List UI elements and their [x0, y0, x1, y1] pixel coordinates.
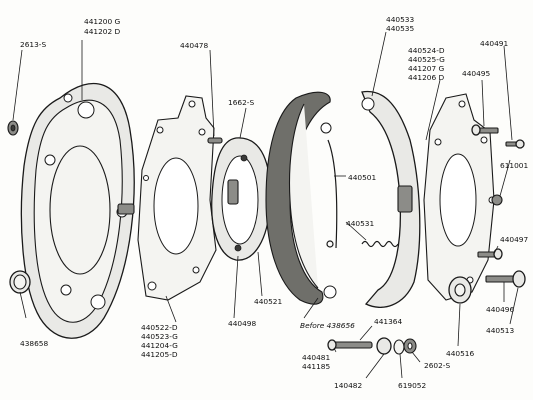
adjuster-ring	[211, 137, 271, 261]
gasket-plate-left	[137, 95, 217, 301]
label-440524: 440524-D	[408, 46, 445, 55]
label-440531: 440531	[346, 219, 375, 228]
label-441205: 441205-D	[141, 350, 178, 359]
return-spring-440501	[326, 139, 338, 249]
label-2602: 2602-S	[424, 361, 450, 370]
label-440501: 440501	[348, 173, 377, 182]
part-labels: 441200 G 441202 D 2613-S 438658 440478 1…	[20, 15, 529, 390]
nut-611001	[491, 194, 503, 206]
leader-lines	[12, 31, 519, 379]
pin-440478	[207, 137, 223, 144]
label-441206: 441206 D	[408, 73, 445, 82]
label-438658: 438658	[20, 339, 49, 348]
nut-2613	[7, 120, 19, 136]
label-440497: 440497	[500, 235, 529, 244]
bolt-440496	[485, 270, 526, 288]
label-440523: 440523-G	[141, 332, 178, 341]
label-619052: 619052	[398, 381, 426, 390]
bolt-440497	[477, 248, 503, 260]
label-440522: 440522-D	[141, 323, 178, 332]
bushing-440482	[376, 337, 392, 355]
cap-438658	[9, 270, 31, 294]
label-440516: 440516	[446, 349, 475, 358]
label-440478: 440478	[180, 41, 209, 50]
label-441202: 441202 D	[84, 27, 121, 36]
label-440482: 140482	[334, 381, 362, 390]
bolt-440495	[471, 124, 499, 136]
anchor-pin-441185	[327, 339, 373, 351]
label-440491: 440491	[480, 39, 509, 48]
label-441185: 441185	[302, 362, 331, 371]
label-440533: 440533	[386, 15, 415, 24]
brake-shoe-left	[265, 91, 337, 305]
label-440525: 440525-G	[408, 55, 445, 64]
label-440498: 440498	[228, 319, 257, 328]
label-440496: 440496	[486, 305, 515, 314]
label-441200: 441200 G	[84, 17, 121, 26]
backing-plate	[20, 82, 135, 339]
label-438656: Before 438656	[300, 321, 355, 330]
brake-shoe-right	[361, 90, 421, 308]
label-440535: 440535	[386, 24, 415, 33]
label-2613: 2613-S	[20, 40, 46, 49]
spring-440531	[361, 240, 399, 248]
gasket-plate-right	[423, 93, 496, 301]
label-441207: 441207 G	[408, 64, 445, 73]
label-611001: 611001	[500, 161, 529, 170]
label-440481: 440481	[302, 353, 331, 362]
label-440513: 440513	[486, 326, 515, 335]
label-440495: 440495	[462, 69, 491, 78]
bolt-440491	[505, 139, 525, 149]
label-441364: 441364	[374, 317, 403, 326]
eccentric-440516	[448, 276, 472, 304]
label-440521: 440521	[254, 297, 283, 306]
washer-619052	[393, 339, 405, 355]
label-441204: 441204-G	[141, 341, 178, 350]
nut-2602	[403, 338, 417, 354]
label-1662: 1662-S	[228, 98, 254, 107]
